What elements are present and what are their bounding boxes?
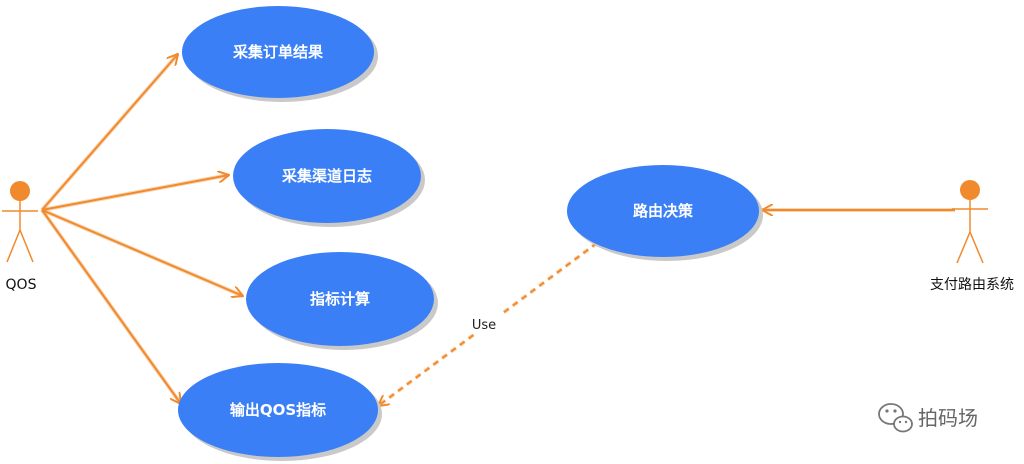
qos-associations (40, 54, 243, 404)
use-case-metric-calc[interactable]: 指标计算 (246, 252, 438, 350)
actor-payment-routing-head-icon (960, 180, 980, 200)
actor-payment-routing[interactable]: 支付路由系统 (930, 180, 1014, 293)
watermark-text: 拍码场 (918, 406, 978, 430)
use-case-route-decision-label: 路由决策 (633, 202, 694, 220)
watermark: 拍码场 (878, 403, 978, 433)
actor-qos-head-icon (10, 181, 30, 201)
actor-qos[interactable]: QOS (2, 181, 38, 293)
use-case-collect-order-label: 采集订单结果 (232, 43, 324, 61)
use-dependency: Use (378, 241, 599, 408)
use-case-output-qos-label: 输出QOS指标 (230, 401, 326, 419)
use-dependency-label: Use (472, 318, 496, 333)
use-case-route-decision[interactable]: 路由决策 (567, 165, 763, 261)
actor-payment-routing-label: 支付路由系统 (930, 277, 1014, 293)
use-case-metric-calc-label: 指标计算 (310, 290, 370, 308)
use-case-output-qos[interactable]: 输出QOS指标 (178, 363, 382, 461)
use-case-collect-channel-log-label: 采集渠道日志 (281, 167, 372, 185)
use-case-collect-channel-log[interactable]: 采集渠道日志 (233, 129, 425, 227)
wechat-icon (878, 403, 913, 433)
use-case-collect-order[interactable]: 采集订单结果 (182, 6, 378, 102)
actor-qos-label: QOS (6, 277, 37, 293)
